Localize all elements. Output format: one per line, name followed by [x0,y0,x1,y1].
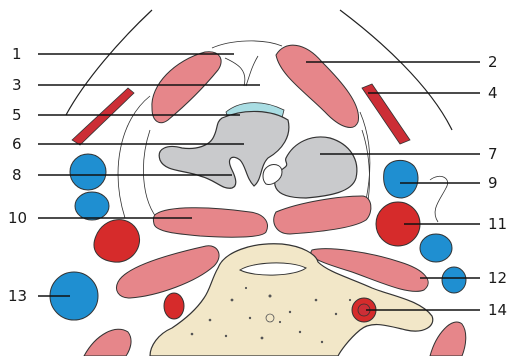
label-14: 14 [488,301,507,319]
skin-outline-left [66,10,152,115]
label-11: 11 [488,215,507,233]
vein-right-small-2 [442,267,466,293]
muscle-upper-right [276,45,359,127]
muscle-bottom-left [84,329,131,356]
label-6: 6 [12,135,22,153]
label-10: 10 [8,209,27,227]
artery-left [94,220,140,262]
label-9: 9 [488,174,498,192]
label-4: 4 [488,84,498,102]
label-2: 2 [488,53,498,71]
muscle-lower-left [153,208,267,237]
label-8: 8 [12,166,22,184]
muscle-upper-left [152,52,221,123]
muscle-bottom-right [430,322,466,356]
label-3: 3 [12,76,22,94]
vein-right-9 [384,160,418,198]
inner-contour-right [360,112,370,200]
cartilage-right [275,137,357,198]
muscle-lower-right [274,196,371,234]
label-1: 1 [12,45,22,63]
median-membrane [212,41,282,86]
vein-left-mid [75,192,109,220]
label-7: 7 [488,145,498,163]
label-12: 12 [488,269,507,287]
vein-right-small [420,234,452,262]
vein-left-upper [70,154,106,190]
label-5: 5 [12,106,22,124]
muscle-strap-left [72,88,134,145]
artery-left-small [164,293,184,319]
label-13: 13 [8,287,27,305]
